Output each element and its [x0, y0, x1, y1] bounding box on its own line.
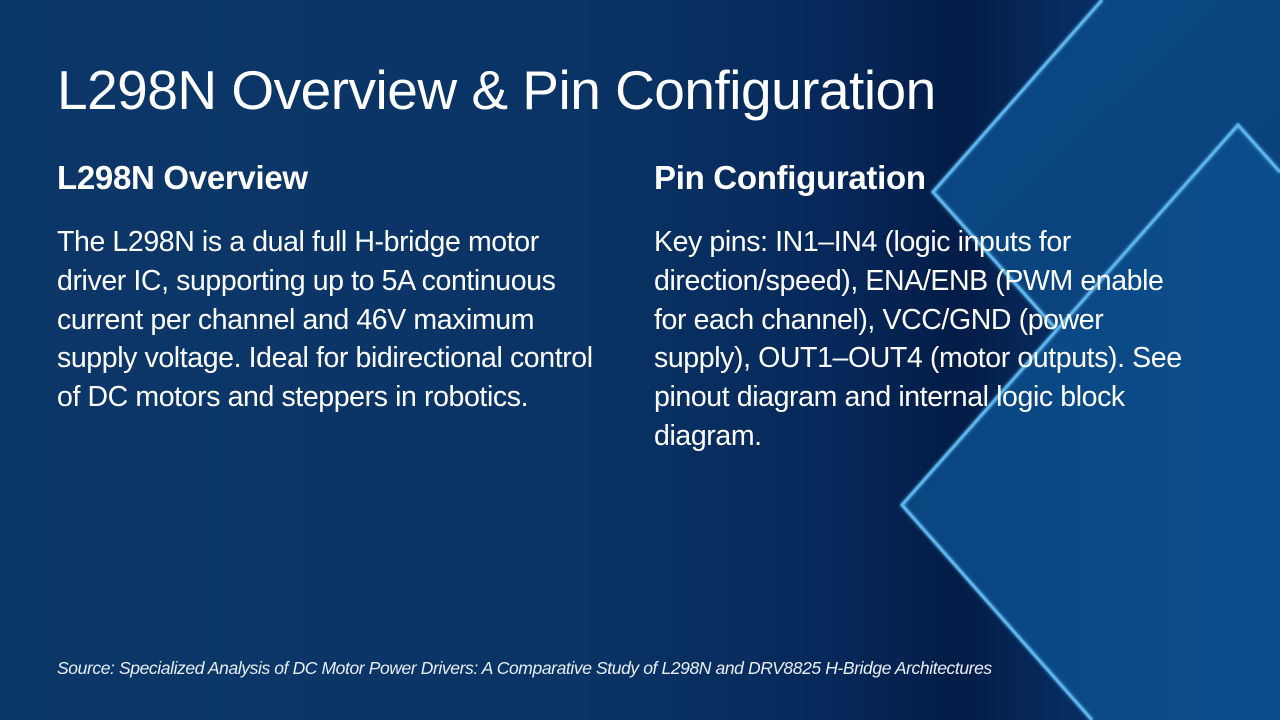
pin-configuration-column: Pin Configuration Key pins: IN1–IN4 (log…: [654, 155, 1194, 456]
source-citation: Source: Specialized Analysis of DC Motor…: [57, 658, 992, 678]
overview-column: L298N Overview The L298N is a dual full …: [57, 155, 597, 417]
slide-title: L298N Overview & Pin Configuration: [57, 59, 936, 121]
pin-configuration-heading: Pin Configuration: [654, 159, 926, 196]
lower-diamond-outline: [899, 122, 1280, 720]
pin-configuration-body: Key pins: IN1–IN4 (logic inputs for dire…: [654, 226, 1182, 452]
lower-diamond-shape: [902, 125, 1280, 720]
upper-diamond-outline: [930, 0, 1104, 330]
overview-body: The L298N is a dual full H-bridge motor …: [57, 226, 593, 414]
upper-diamond-shape: [933, 0, 1280, 328]
overview-heading: L298N Overview: [57, 159, 308, 196]
